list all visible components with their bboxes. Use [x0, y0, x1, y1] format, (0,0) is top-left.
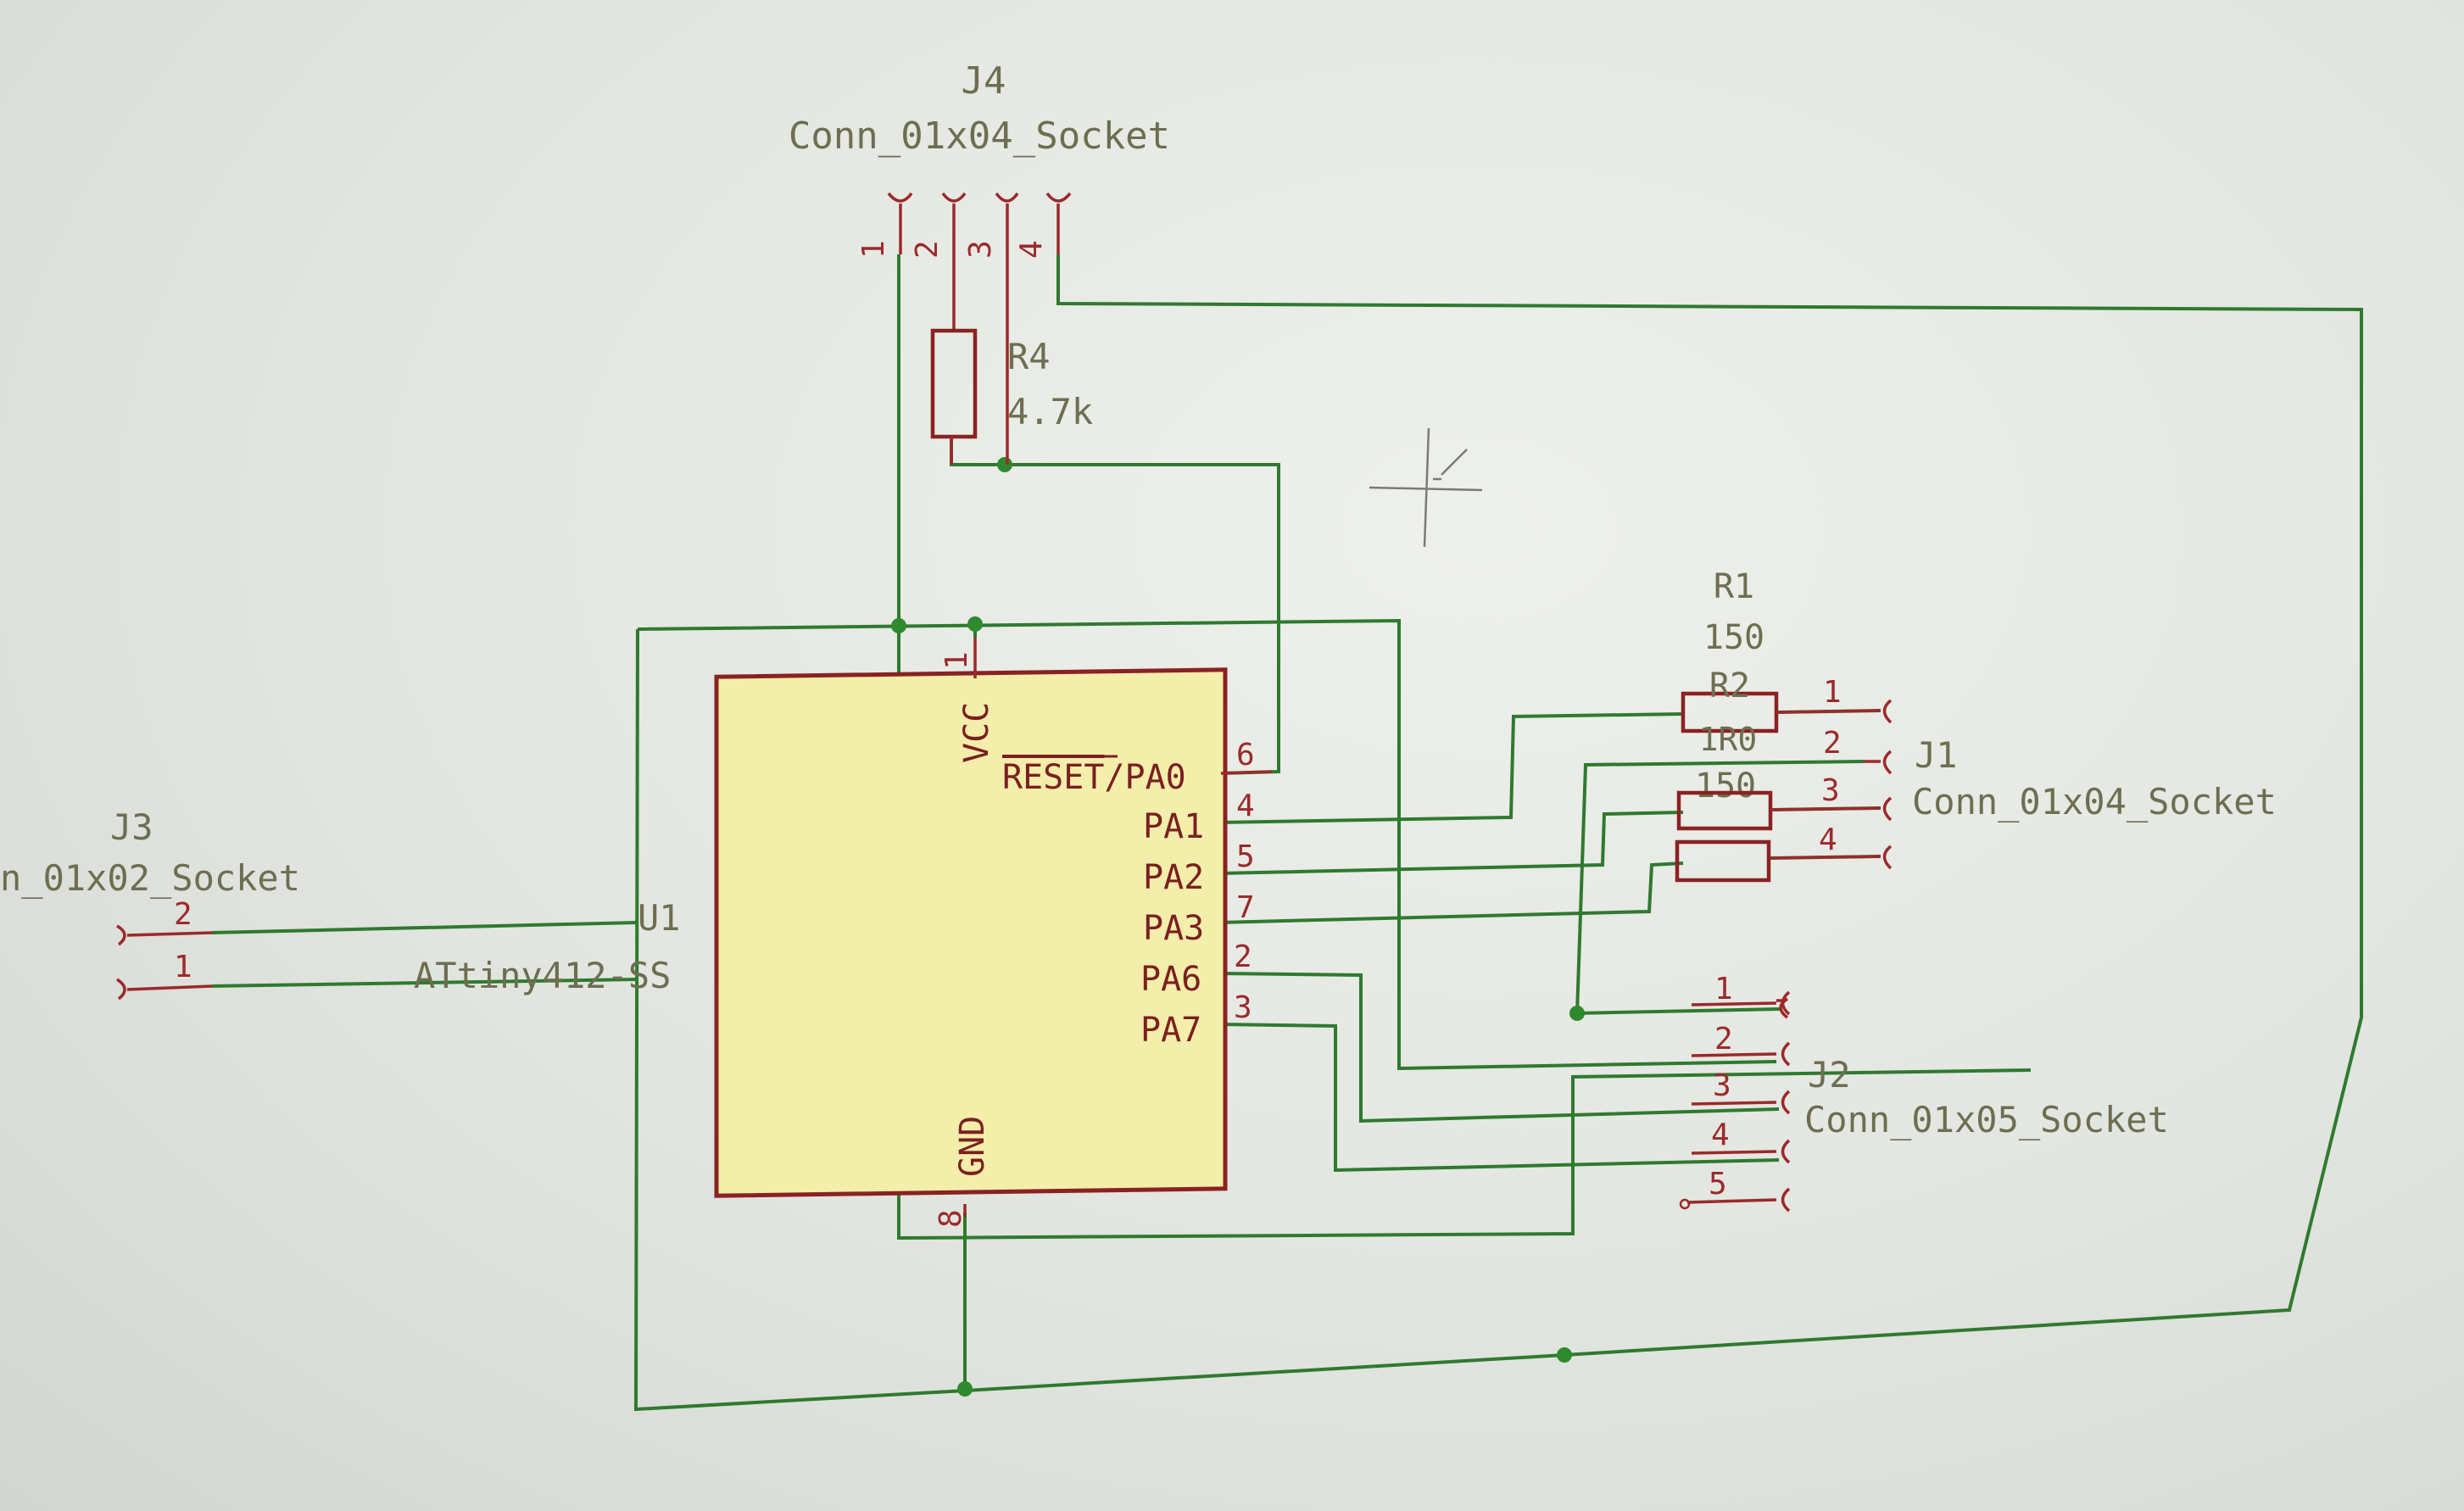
j3-ref: J3 — [110, 806, 153, 848]
u1-pa2-num: 5 — [1236, 839, 1255, 874]
r4-body — [930, 328, 978, 439]
r4-ref: R4 — [1007, 336, 1051, 377]
j1-pin-4-num: 4 — [1819, 822, 1837, 857]
u1-pa6-num: 2 — [1234, 939, 1252, 974]
r2-value-b: 150 — [1695, 767, 1756, 806]
r2-ref: R2 — [1709, 666, 1750, 705]
u1-pa2-label: PA2 — [1143, 858, 1204, 897]
wire-gnd-loop[interactable] — [633, 254, 2363, 1412]
crosshair-cursor-icon — [1369, 427, 1483, 548]
u1-pa1-num: 4 — [1236, 789, 1255, 823]
j2-socket-5[interactable] — [1686, 1187, 1791, 1213]
wire-j3-pin2[interactable] — [211, 921, 638, 934]
r2-value-a: 1R0 — [1699, 721, 1758, 758]
resistor-r3[interactable] — [1675, 839, 1771, 883]
j2-pin-5-num: 5 — [1709, 1167, 1727, 1202]
junction-vcc-j4 — [891, 618, 906, 633]
u1-vcc-label: VCC — [957, 702, 996, 763]
r3-body — [1675, 839, 1771, 883]
wire-pa1[interactable] — [1218, 712, 1684, 824]
j4-pin-3-num: 3 — [963, 240, 998, 259]
resistor-r4[interactable]: R4 4.7k — [930, 328, 1093, 465]
j3-pin-1-num: 1 — [174, 950, 192, 984]
j3-socket-2[interactable] — [116, 924, 213, 946]
j4-socket-2[interactable] — [941, 192, 967, 331]
u1-pin-pa0[interactable] — [1220, 770, 1273, 775]
connector-j1[interactable]: 1 2 3 4 J1 Conn_01x04_Socket — [1770, 675, 2277, 870]
j2-pin-1-num: 1 — [1714, 972, 1733, 1006]
ic-u1[interactable]: VCC 1 GND 8 RESET/PA0 6 PA1 4 PA2 5 PA3 … — [414, 638, 1273, 1228]
u1-gnd-label: GND — [953, 1116, 992, 1177]
j2-pin-2-num: 2 — [1714, 1022, 1733, 1057]
j4-socket-1[interactable] — [887, 192, 913, 254]
wire-j1-pin2[interactable] — [1575, 760, 1865, 1016]
j4-pin-1-num: 1 — [856, 240, 891, 259]
u1-value: ATtiny412-SS — [414, 955, 671, 996]
wire-pa2[interactable] — [1218, 811, 1684, 875]
resistor-r1[interactable]: R1 150 — [1681, 567, 1779, 733]
j4-pin-4-num: 4 — [1014, 240, 1049, 259]
u1-body — [714, 667, 1228, 1198]
r2-body — [1676, 790, 1773, 831]
j1-socket-2[interactable] — [1864, 750, 1893, 775]
r1-value: 150 — [1703, 618, 1764, 657]
j2-pin5-open — [1679, 1198, 1691, 1210]
j1-pin-1-num: 1 — [1823, 675, 1842, 710]
wire-pa3[interactable] — [1218, 861, 1684, 924]
connector-j4[interactable]: J4 Conn_01x04_Socket 1 2 3 4 — [789, 59, 1170, 465]
u1-pa7-label: PA7 — [1140, 1011, 1201, 1050]
wires — [211, 254, 2363, 1412]
u1-pa6-label: PA6 — [1140, 960, 1201, 999]
j3-value: n_01x02_Socket — [0, 857, 300, 899]
j4-ref: J4 — [962, 59, 1006, 103]
j1-socket-4[interactable] — [1770, 845, 1893, 870]
j4-socket-4[interactable] — [1045, 192, 1072, 254]
j4-socket-3[interactable] — [995, 192, 1019, 465]
u1-pa7-num: 3 — [1234, 990, 1252, 1025]
j2-socket-2[interactable] — [1691, 1041, 1791, 1067]
j1-value: Conn_01x04_Socket — [1912, 781, 2277, 822]
u1-gnd-num: 8 — [934, 1209, 968, 1228]
u1-pa3-label: PA3 — [1143, 909, 1204, 948]
j2-ref: J2 — [1808, 1054, 1851, 1096]
junction-j2-rail — [1569, 1006, 1585, 1021]
junction-rail-bottom — [1557, 1347, 1572, 1363]
j1-ref: J1 — [1915, 734, 1958, 776]
j1-socket-3[interactable] — [1770, 796, 1893, 822]
j1-pin-3-num: 3 — [1821, 773, 1840, 808]
u1-pa0-num: 6 — [1236, 738, 1255, 772]
j2-value: Conn_01x05_Socket — [1804, 1099, 2169, 1140]
junction-gnd-bottom — [957, 1381, 973, 1397]
r1-ref: R1 — [1714, 567, 1754, 606]
j1-socket-1[interactable] — [1776, 699, 1893, 724]
j3-socket-1[interactable] — [115, 978, 213, 1001]
j2-socket-1b[interactable] — [1691, 990, 1791, 1016]
j2-pin-3-num: 3 — [1713, 1068, 1731, 1103]
u1-pa1-label: PA1 — [1143, 807, 1204, 846]
j2-socket-4[interactable] — [1691, 1139, 1791, 1164]
wire-vcc-top[interactable] — [637, 618, 1777, 1071]
u1-ref: U1 — [638, 897, 681, 939]
wire-pa6[interactable] — [1218, 972, 1780, 1123]
r4-value: 4.7k — [1007, 391, 1093, 432]
wire-j3-pin1[interactable] — [211, 978, 638, 988]
j2-socket-3[interactable] — [1691, 1090, 1791, 1115]
u1-vcc-num: 1 — [939, 651, 974, 670]
junction-r4-reset — [997, 457, 1012, 472]
wire-pa7[interactable] — [1218, 1023, 1780, 1173]
j2-pin-4-num: 4 — [1711, 1118, 1730, 1152]
connector-j2[interactable]: 1 2 3 4 5 J2 Conn_01x05_Socket — [1679, 972, 2169, 1213]
j4-value: Conn_01x04_Socket — [789, 114, 1170, 158]
u1-pa3-num: 7 — [1236, 890, 1255, 925]
connector-j3[interactable]: J3 n_01x02_Socket 2 1 — [0, 806, 300, 1001]
j4-pin-2-num: 2 — [910, 240, 945, 259]
junction-vcc-pin — [967, 616, 983, 632]
j3-pin-2-num: 2 — [174, 897, 192, 932]
j4-pins — [887, 192, 1072, 465]
j1-pin-2-num: 2 — [1823, 726, 1842, 761]
resistor-r2[interactable]: R2 1R0 150 — [1676, 666, 1773, 831]
u1-reset-label: RESET/PA0 — [1002, 758, 1186, 797]
